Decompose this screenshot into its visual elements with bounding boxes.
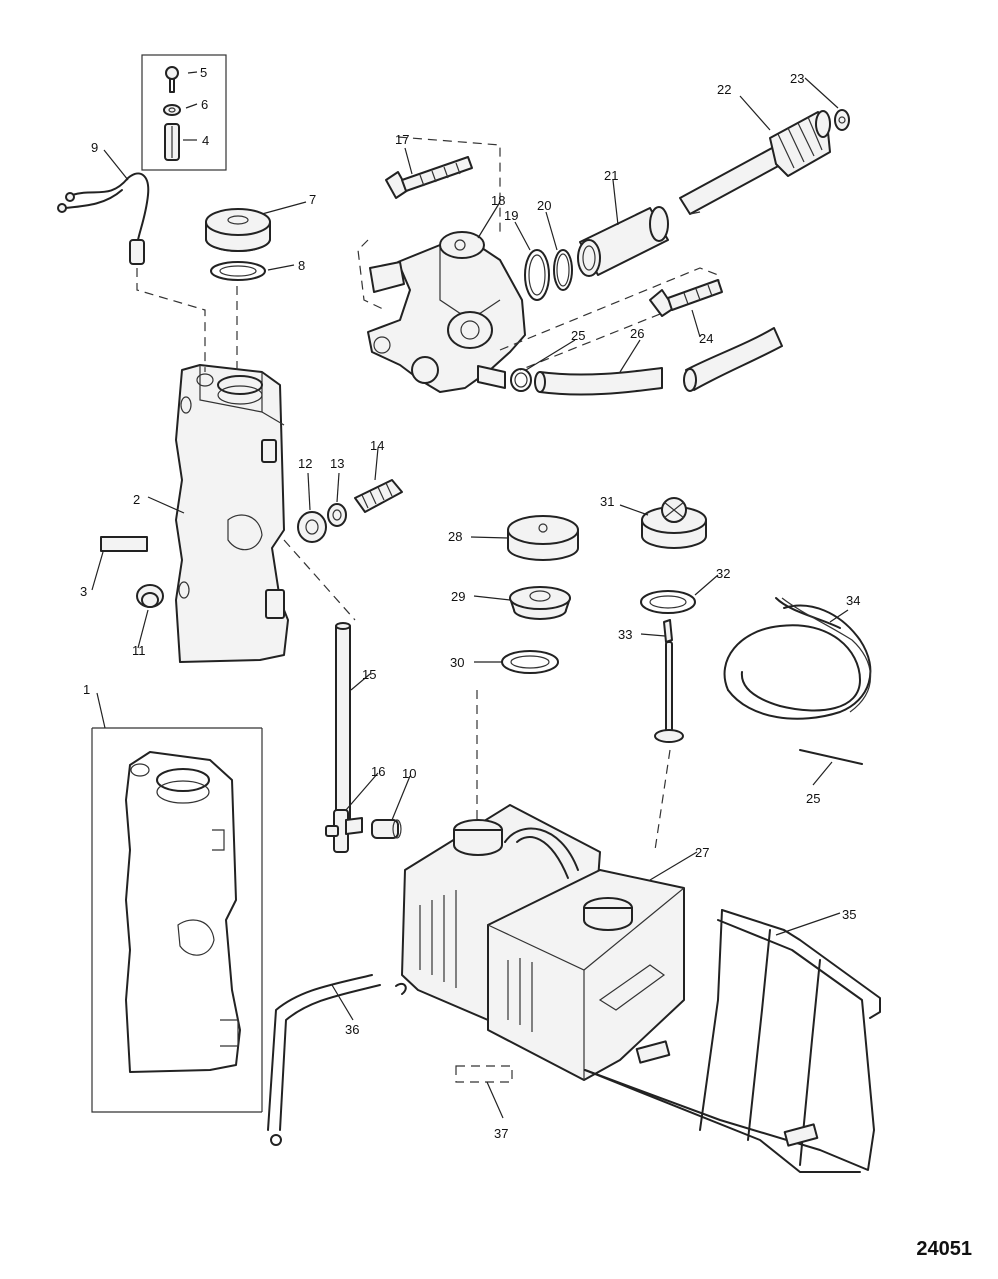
hose-clip-part — [799, 749, 863, 765]
filter-element-part — [679, 110, 831, 215]
filter-housing-part — [577, 206, 669, 277]
check-valve-part — [325, 809, 363, 853]
callout-25a: 25 — [571, 328, 585, 343]
fuel-tank-cap-part — [507, 515, 579, 561]
fuel-gauge-sender-part — [654, 619, 684, 743]
leader-lines — [91, 71, 849, 1119]
cap-gasket-part — [210, 261, 266, 281]
tank-retainer-part — [584, 909, 881, 1173]
callout-3: 3 — [80, 584, 87, 599]
gauge-cap-part — [641, 497, 707, 549]
callout-19: 19 — [504, 208, 518, 223]
callout-5: 5 — [200, 65, 207, 80]
callout-25b: 25 — [806, 791, 820, 806]
callout-1: 1 — [83, 682, 90, 697]
callout-36: 36 — [345, 1022, 359, 1037]
threaded-plug-part — [354, 479, 403, 513]
callout-13: 13 — [330, 456, 344, 471]
fuel-tank-part — [401, 804, 685, 1081]
mounting-bolt-part — [649, 279, 723, 317]
callout-31: 31 — [600, 494, 614, 509]
gauge-gasket-part — [640, 590, 696, 614]
tank-strap-part — [267, 974, 407, 1146]
callout-11: 11 — [132, 643, 146, 658]
decal-part — [100, 536, 148, 552]
bolt-part — [385, 156, 473, 199]
callout-4: 4 — [202, 133, 209, 148]
callout-15: 15 — [362, 667, 376, 682]
callout-14: 14 — [370, 438, 384, 453]
wire-harness-part — [57, 172, 150, 265]
fuel-pump-part — [367, 231, 526, 393]
o-ring-large-part — [524, 249, 550, 301]
callout-37: 37 — [494, 1126, 508, 1141]
callout-12: 12 — [298, 456, 312, 471]
callout-32: 32 — [716, 566, 730, 581]
callout-21: 21 — [604, 168, 618, 183]
grommet-part — [164, 123, 180, 161]
tank-assembly-inset — [91, 727, 263, 1113]
pickup-tube-part — [335, 622, 351, 825]
seal-part — [297, 511, 327, 543]
fuel-hose-part — [534, 327, 783, 396]
washer-part — [163, 104, 181, 116]
fuel-line-tubing-part — [723, 597, 872, 720]
callout-28: 28 — [448, 529, 462, 544]
callout-labels: 1 2 3 4 5 6 7 8 9 10 11 12 13 14 15 16 1… — [80, 65, 860, 1141]
callout-18: 18 — [491, 193, 505, 208]
warning-decal-outline — [455, 1065, 513, 1083]
drawing-number: 24051 — [916, 1238, 972, 1260]
tube-cap-part — [371, 819, 402, 839]
screw-part — [165, 66, 179, 93]
oil-tank-cap-part — [205, 208, 271, 252]
cap-seal-part — [509, 586, 571, 620]
callout-10: 10 — [402, 766, 416, 781]
elbow-fitting-part — [136, 584, 164, 608]
callout-9: 9 — [91, 140, 98, 155]
callout-23: 23 — [790, 71, 804, 86]
callout-24: 24 — [699, 331, 713, 346]
callout-27: 27 — [695, 845, 709, 860]
callout-22: 22 — [717, 82, 731, 97]
callout-30: 30 — [450, 655, 464, 670]
callout-29: 29 — [451, 589, 465, 604]
callout-8: 8 — [298, 258, 305, 273]
callout-20: 20 — [537, 198, 551, 213]
o-ring-small-part — [553, 249, 573, 291]
callout-34: 34 — [846, 593, 860, 608]
callout-35: 35 — [842, 907, 856, 922]
filter-cap-part — [834, 109, 850, 131]
callout-17: 17 — [395, 132, 409, 147]
washer-ring-part — [327, 503, 347, 527]
callout-7: 7 — [309, 192, 316, 207]
callout-26: 26 — [630, 326, 644, 341]
hardware-inset — [141, 54, 227, 171]
callout-2: 2 — [133, 492, 140, 507]
callout-16: 16 — [371, 764, 385, 779]
hose-clamp-part — [510, 368, 532, 392]
oil-tank-part — [175, 364, 289, 663]
callout-6: 6 — [201, 97, 208, 112]
cap-gasket-ring-part — [501, 650, 559, 674]
callout-33: 33 — [618, 627, 632, 642]
